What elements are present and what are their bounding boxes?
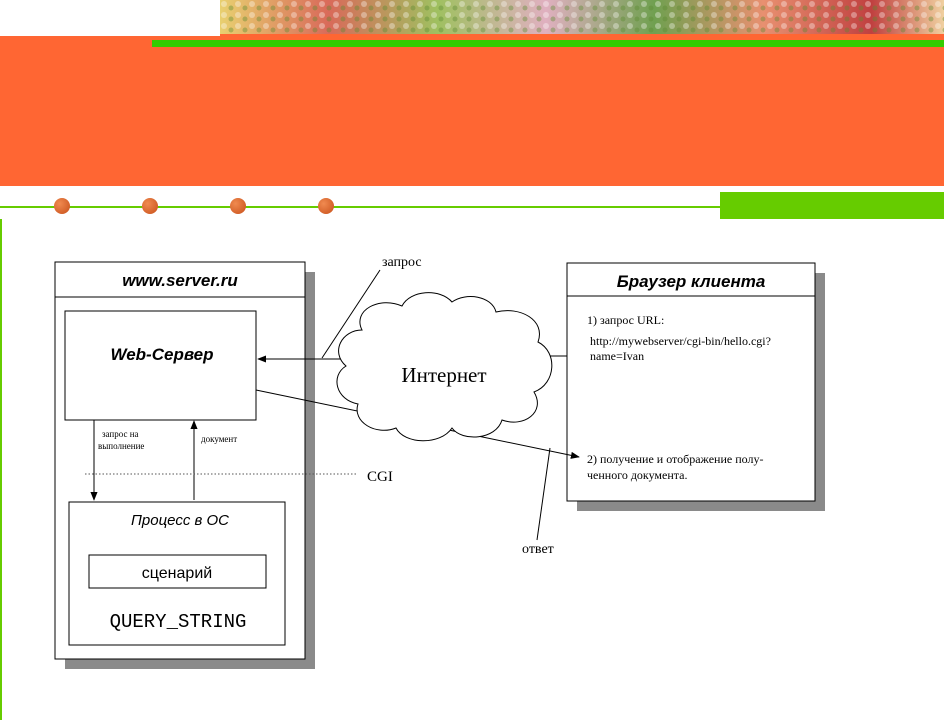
script-label: сценарий xyxy=(142,565,212,582)
band-gap xyxy=(0,186,944,192)
flower-mosaic-banner xyxy=(220,0,944,34)
bullet-dot-1 xyxy=(54,198,70,214)
exec-request-label-line2: выполнение xyxy=(98,441,144,451)
internet-label: Интернет xyxy=(401,363,486,387)
green-band-white xyxy=(0,192,720,219)
document-label: документ xyxy=(201,434,237,444)
server-box-title: www.server.ru xyxy=(122,271,238,290)
query-string-label: QUERY_STRING xyxy=(110,611,247,633)
request-callout-line xyxy=(321,269,381,359)
step1-line1: 1) запрос URL: xyxy=(587,313,664,327)
internet-cloud xyxy=(336,292,553,442)
header-white-strip xyxy=(0,0,220,36)
response-callout-line xyxy=(536,447,551,541)
process-box-title: Процесс в ОС xyxy=(131,512,229,529)
browser-box-title: Браузер клиента xyxy=(617,272,766,291)
band-line xyxy=(0,206,720,208)
header-green-line xyxy=(152,40,944,47)
step2-line1: 2) получение и отображение полу- xyxy=(587,452,763,466)
step1-line3: name=Ivan xyxy=(590,349,644,363)
web-server-box xyxy=(64,310,257,421)
left-rule xyxy=(0,219,2,720)
request-label: запрос xyxy=(382,255,422,270)
bullet-dot-4 xyxy=(318,198,334,214)
step1-line2: http://mywebserver/cgi-bin/hello.cgi? xyxy=(590,334,771,348)
web-server-label: Web-Сервер xyxy=(110,345,213,364)
response-label: ответ xyxy=(522,542,554,557)
cgi-label: CGI xyxy=(367,469,393,485)
exec-request-label-line1: запрос на xyxy=(102,429,139,439)
script-box xyxy=(88,554,267,589)
step2-line2: ченного документа. xyxy=(587,468,688,482)
browser-box xyxy=(566,262,816,502)
bullet-dot-3 xyxy=(230,198,246,214)
bullet-dot-2 xyxy=(142,198,158,214)
